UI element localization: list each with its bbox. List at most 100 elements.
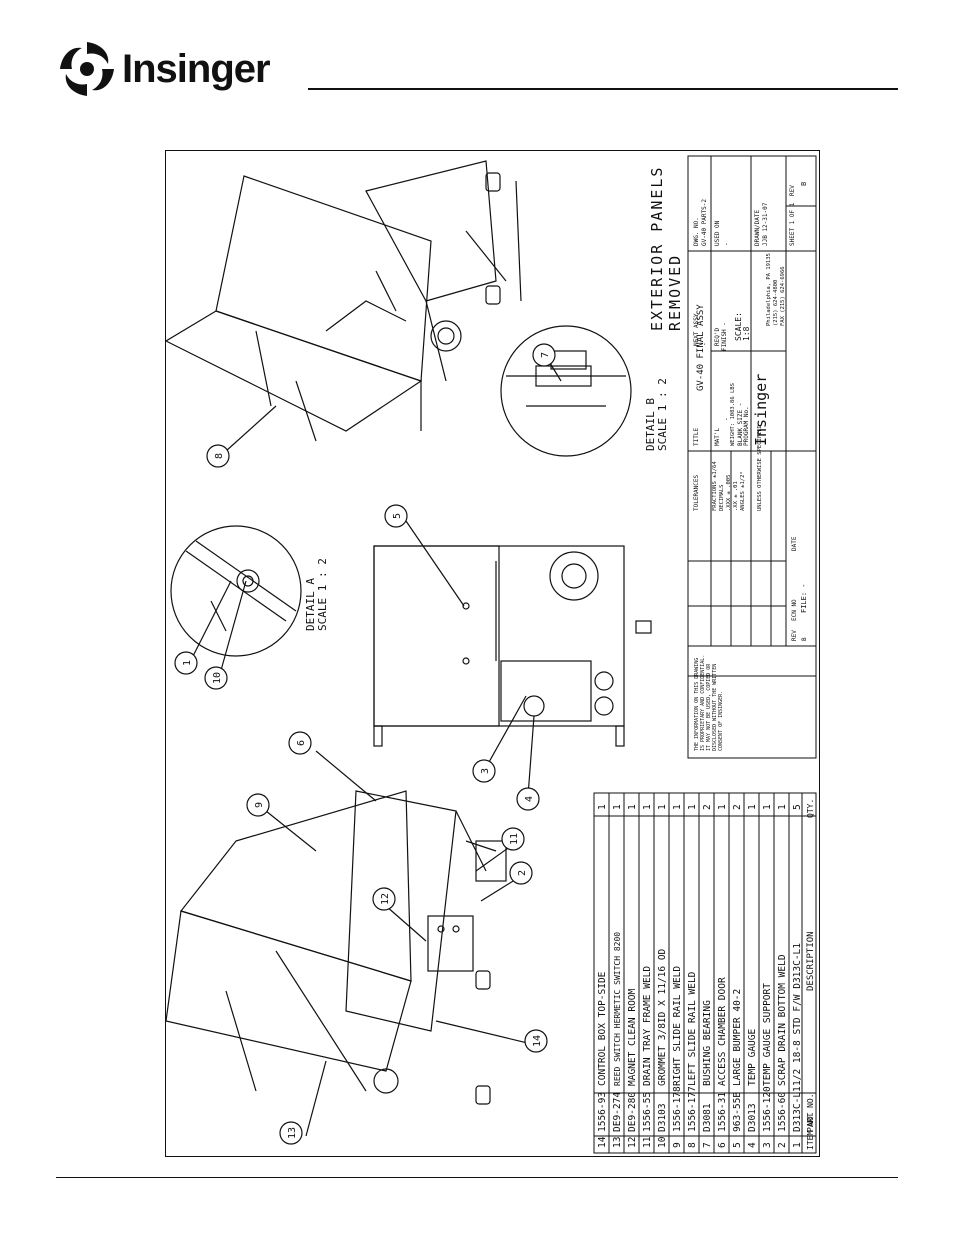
bom-item-no: 14 [597, 1136, 608, 1148]
scale: 1:8 [742, 326, 751, 341]
rev-row: B [801, 637, 808, 641]
assembly-view-rear [373, 545, 652, 747]
used-on-label: USED ON [714, 220, 721, 246]
bom-description: LEFT SLIDE RAIL WELD [687, 971, 698, 1086]
bom-description: GROMMET 3/8ID X 11/16 OD [657, 948, 668, 1086]
address-line-2: (215) 624-4800 [773, 280, 779, 326]
bom-item-no: 2 [777, 1142, 788, 1148]
header-rule [308, 88, 898, 90]
brand-logo: Insinger [58, 40, 271, 98]
brand-name: Insinger [122, 46, 271, 91]
dwg-no-label: DWG. NO. [693, 217, 700, 246]
balloons: 8 1 10 5 3 4 7 6 9 11 2 12 13 14 [174, 343, 556, 1145]
bom-description: 1/2 18-8 STD F/W D313C-L1 [792, 943, 803, 1086]
balloon-2 [509, 861, 533, 885]
balloon-7 [532, 343, 556, 367]
bom-header-item: ITEM NO. [806, 1111, 815, 1150]
bom-qty: 1 [597, 804, 608, 810]
program-label: PROGRAM No. [743, 406, 750, 446]
footer-rule [56, 1177, 898, 1178]
bom-item-no: 7 [702, 1142, 713, 1148]
bom-description: REED SWITCH HERMETIC SWITCH 8200 [613, 932, 622, 1086]
bom-part-no: D3013 [747, 1103, 758, 1132]
leader-lines [187, 362, 562, 1137]
tolerance-fractions: FRACTIONS ±1/64 [712, 461, 718, 511]
rev-col: REV [791, 630, 798, 641]
bom-qty: 1 [687, 804, 698, 810]
blank-size-label: BLANK SIZE - [737, 403, 744, 446]
balloon-1 [174, 651, 198, 675]
balloon-11 [501, 827, 525, 851]
balloon-5 [384, 504, 408, 528]
bom-description: TEMP GAUGE [747, 1029, 758, 1086]
tolerance-xxx: .XXX ± .005 [726, 475, 732, 511]
bom-header-qty: QTY. [806, 799, 815, 818]
matl: - [723, 417, 730, 421]
bom-description: LARGE BUMPER 40-2 [732, 989, 743, 1086]
balloon-label: 10 [212, 672, 223, 684]
bom-part-no: DE9-274 [612, 1092, 623, 1132]
balloon-label: 7 [540, 352, 551, 358]
unless-otherwise: UNLESS OTHERWISE SPECIFIED [757, 425, 763, 511]
bom-item-no: 5 [732, 1142, 743, 1148]
used-on: - [723, 242, 730, 246]
bom-table-frame [593, 792, 817, 1154]
bom-item-no: 6 [717, 1142, 728, 1148]
bom-part-no: D313C-L1 [792, 1086, 803, 1132]
matl-label: MAT'L [714, 428, 721, 446]
balloon-label: 1 [182, 660, 193, 666]
zone-markers: D [166, 151, 821, 1158]
balloon-label: 12 [380, 893, 391, 905]
bom-item-no: 1 [792, 1142, 803, 1148]
balloon-label: 2 [517, 870, 528, 876]
title-block: DWG. NO. GV-40 PARTS-2 NEXT ASSY - TITLE… [693, 182, 808, 641]
rev: B [800, 182, 808, 186]
balloon-6 [288, 731, 312, 755]
bom-qty: 1 [627, 804, 638, 810]
bom-part-no: 1556-55 [642, 1092, 653, 1132]
bom-part-no: DE9-280 [627, 1092, 638, 1132]
tolerances-label: TOLERANCES [693, 474, 700, 511]
bom-qty: 2 [702, 804, 713, 810]
bom-qty: 2 [732, 804, 743, 810]
detail-a-view [170, 525, 302, 657]
bom-qty: 5 [792, 804, 803, 810]
address-line-1: Philadelphia, PA 19135 [766, 253, 772, 326]
detail-a-scale: SCALE 1 : 2 [316, 558, 329, 631]
note-line-2: REMOVED [666, 254, 684, 331]
bom-qty: 1 [747, 804, 758, 810]
bom-item-no: 10 [657, 1136, 668, 1148]
bom-description: ACCESS CHAMBER DOOR [717, 977, 728, 1086]
bom-item-no: 3 [762, 1142, 773, 1148]
balloon-8 [206, 444, 230, 468]
date-col: DATE [791, 536, 798, 551]
bom-qty: 1 [762, 804, 773, 810]
weight: WEIGHT: 1083.86 LBS [730, 383, 736, 446]
bom-item-no: 8 [687, 1142, 698, 1148]
balloon-13 [279, 1121, 303, 1145]
bom-item-no: 4 [747, 1142, 758, 1148]
address-line-3: FAX (215) 624-6966 [780, 266, 786, 326]
tolerance-decimals: DECIMALS [719, 485, 725, 512]
finish-label: FINISH - [721, 322, 728, 351]
rev-label: REV [789, 185, 796, 196]
assembly-view-door-open [166, 790, 507, 1105]
balloon-9 [246, 793, 270, 817]
bom-part-no: 963-55B [732, 1092, 743, 1132]
drawn-label: DRAWN/DATE [754, 209, 761, 246]
bom-header-description: DESCRIPTION [806, 931, 816, 991]
assembly-view-exterior [166, 160, 522, 442]
balloon-14 [524, 1029, 548, 1053]
balloon-label: 4 [524, 796, 535, 802]
drawn: JJB 12-31-07 [762, 202, 769, 246]
bom-qty: 1 [642, 804, 653, 810]
drawing-sheet: 8 1 10 5 3 4 7 6 9 11 2 12 13 14 DETAIL … [165, 150, 820, 1157]
bom-description: SCRAP DRAIN BOTTOM WELD [777, 954, 788, 1086]
bom-part-no: 1556-60 [777, 1092, 788, 1132]
balloon-label: 9 [254, 802, 265, 808]
bom-description: TEMP GAUGE SUPPORT [762, 983, 773, 1086]
title-block-brand: Insinger [752, 374, 770, 446]
balloon-label: 5 [392, 513, 403, 519]
bom-qty: 1 [777, 804, 788, 810]
bom-qty: 1 [717, 804, 728, 810]
